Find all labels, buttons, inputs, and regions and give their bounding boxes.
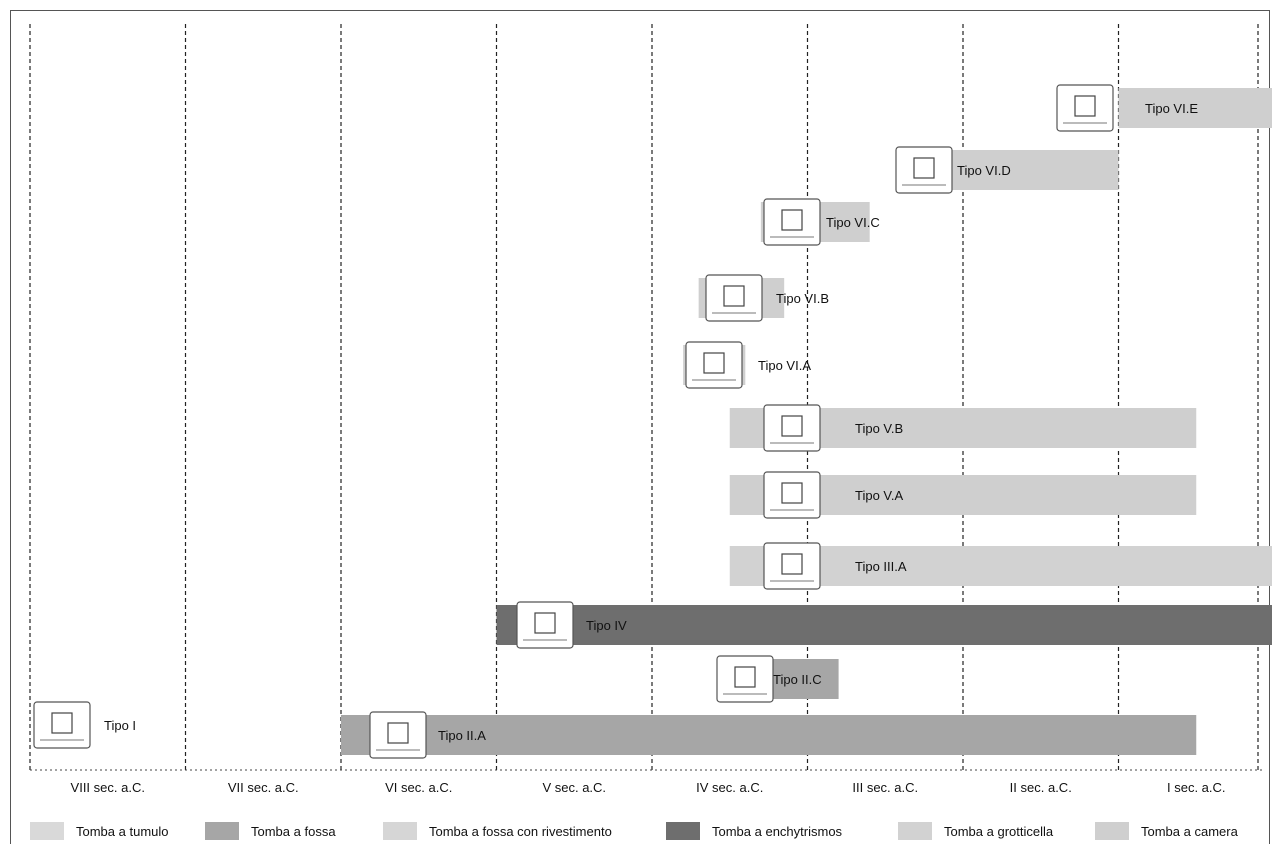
- legend-swatch: [383, 822, 417, 840]
- legend-swatch: [205, 822, 239, 840]
- trilithon-tomb-drawing: [685, 341, 743, 389]
- legend-item: Tomba a fossa con rivestimento: [383, 822, 612, 840]
- legend-swatch: [898, 822, 932, 840]
- tomb-type-label: Tipo VI.D: [957, 163, 1011, 178]
- lined-pit-burial-drawing: [716, 655, 774, 703]
- legend-item: Tomba a fossa: [205, 822, 336, 840]
- legend-item: Tomba a grotticella: [898, 822, 1054, 840]
- tomb-type-row: Tipo VI.D: [924, 150, 1119, 190]
- century-label: V sec. a.C.: [542, 780, 606, 795]
- legend-label: Tomba a grotticella: [944, 824, 1054, 839]
- multi-chamber-plan-drawing: [763, 404, 821, 452]
- legend-item: Tomba a camera: [1095, 822, 1239, 840]
- century-label: III sec. a.C.: [852, 780, 918, 795]
- tomb-type-row: Tipo IV: [496, 605, 1272, 645]
- tomb-type-bar: [924, 150, 1119, 190]
- tomb-type-bar: [496, 605, 1272, 645]
- tomb-type-label: Tipo III.A: [855, 559, 907, 574]
- grotto-tomb-drawing: [763, 542, 821, 590]
- tomb-type-label: Tipo IV: [586, 618, 627, 633]
- tomb-type-row: Tipo VI.E: [1118, 88, 1272, 128]
- tomb-type-label: Tipo V.A: [855, 488, 904, 503]
- tomb-type-label: Tipo V.B: [855, 421, 903, 436]
- legend-label: Tomba a fossa: [251, 824, 336, 839]
- century-label: I sec. a.C.: [1167, 780, 1226, 795]
- tomb-type-row: Tipo II.A: [341, 715, 1197, 755]
- century-label: VII sec. a.C.: [228, 780, 299, 795]
- legend-label: Tomba a tumulo: [76, 824, 169, 839]
- legend-swatch: [666, 822, 700, 840]
- legend-label: Tomba a camera: [1141, 824, 1239, 839]
- chamber-plan-drawing: [763, 471, 821, 519]
- legend-swatch: [1095, 822, 1129, 840]
- arched-facade-drawing: [895, 146, 953, 194]
- facade-tomb-drawing: [1056, 84, 1114, 132]
- amphora-burial-drawing: [516, 601, 574, 649]
- tomb-type-bar: [341, 715, 1197, 755]
- tumulus-drawing: [33, 701, 91, 749]
- tomb-type-label: Tipo II.C: [773, 672, 822, 687]
- century-label: II sec. a.C.: [1010, 780, 1072, 795]
- tomb-type-label: Tipo II.A: [438, 728, 486, 743]
- tomb-type-label: Tipo VI.A: [758, 358, 811, 373]
- pit-burial-drawing: [369, 711, 427, 759]
- chart-frame: [10, 10, 1270, 844]
- tomb-type-label: Tipo VI.E: [1145, 101, 1198, 116]
- tomb-type-row: Tipo I: [104, 718, 136, 733]
- century-label: VI sec. a.C.: [385, 780, 452, 795]
- legend-swatch: [30, 822, 64, 840]
- century-label: VIII sec. a.C.: [71, 780, 145, 795]
- legend-label: Tomba a fossa con rivestimento: [429, 824, 612, 839]
- legend-item: Tomba a enchytrismos: [666, 822, 843, 840]
- tomb-type-label: Tipo VI.B: [776, 291, 829, 306]
- gabled-facade-drawing: [763, 198, 821, 246]
- legend-label: Tomba a enchytrismos: [712, 824, 843, 839]
- tomb-type-label: Tipo I: [104, 718, 136, 733]
- legend-item: Tomba a tumulo: [30, 822, 169, 840]
- century-label: IV sec. a.C.: [696, 780, 763, 795]
- tomb-type-label: Tipo VI.C: [826, 215, 880, 230]
- tomb-type-bar: [1118, 88, 1272, 128]
- pyramid-tomb-drawing: [705, 274, 763, 322]
